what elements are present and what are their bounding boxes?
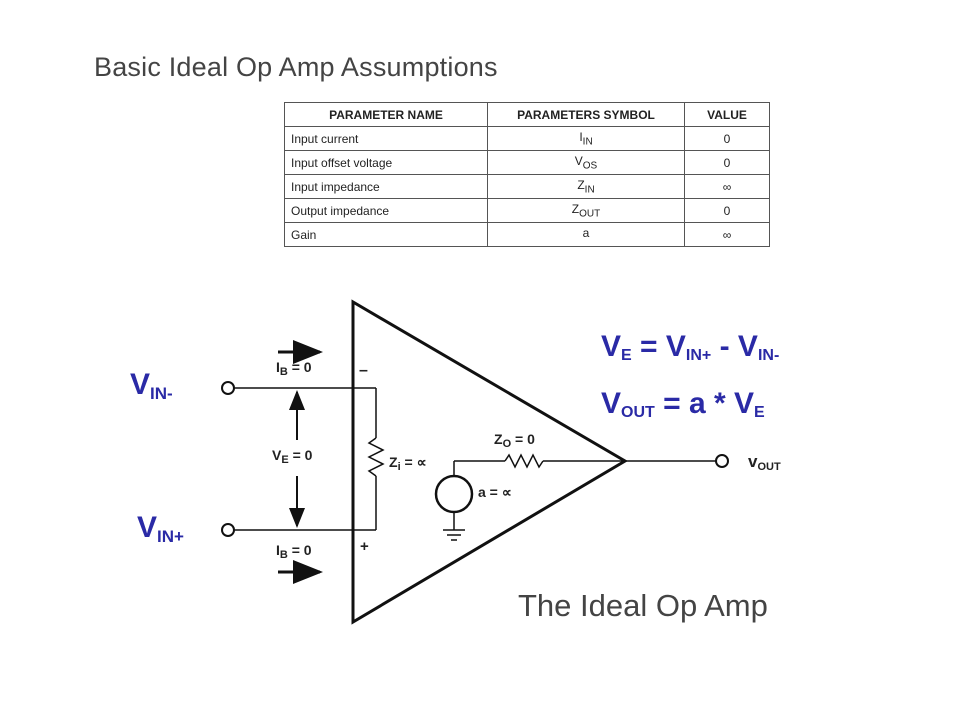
noninverting-sign: + (360, 538, 369, 555)
zi-resistor (367, 437, 385, 477)
param-value: ∞ (684, 222, 770, 247)
vin-plus-terminal (221, 523, 235, 537)
vin-plus-label: VIN+ (137, 511, 184, 546)
inverting-sign: – (359, 362, 368, 379)
table-header-row: PARAMETER NAME PARAMETERS SYMBOL VALUE (284, 102, 770, 127)
ve-equation: VE = VIN+ - VIN- (601, 330, 780, 364)
param-symbol: ZIN (487, 174, 685, 199)
gain-label: a = ∝ (478, 484, 512, 500)
vin-minus-label: VIN- (130, 368, 173, 403)
zo-label: ZO = 0 (494, 431, 535, 450)
param-symbol: VOS (487, 150, 685, 175)
table-row: Output impedance ZOUT 0 (284, 198, 770, 223)
table-row: Input impedance ZIN ∞ (284, 174, 770, 199)
param-name: Output impedance (284, 198, 488, 223)
diagram-title: The Ideal Op Amp (518, 588, 768, 623)
op-amp-triangle (351, 299, 628, 625)
table-title: Basic Ideal Op Amp Assumptions (94, 52, 498, 82)
vout-terminal (715, 454, 729, 468)
param-name: Input offset voltage (284, 150, 488, 175)
param-name: Gain (284, 222, 488, 247)
vout-node-label: vOUT (748, 452, 781, 473)
zo-resistor (504, 453, 544, 469)
param-symbol: a (487, 222, 685, 247)
param-value: ∞ (684, 174, 770, 199)
vout-equation: VOUT = a * VE (601, 387, 765, 421)
voltage-source (434, 474, 474, 514)
ib-bottom-label: IB = 0 (276, 542, 312, 561)
header-parameter-name: PARAMETER NAME (284, 102, 488, 127)
ve-label: VE = 0 (272, 447, 313, 466)
vin-minus-terminal (221, 381, 235, 395)
param-value: 0 (684, 150, 770, 175)
table-row: Input current IIN 0 (284, 126, 770, 151)
header-value: VALUE (684, 102, 770, 127)
ib-top-label: IB = 0 (276, 359, 312, 378)
table-row: Input offset voltage VOS 0 (284, 150, 770, 175)
assumptions-table: PARAMETER NAME PARAMETERS SYMBOL VALUE I… (284, 102, 770, 247)
zi-label: Zi = ∝ (389, 454, 427, 473)
table-row: Gain a ∞ (284, 222, 770, 247)
param-value: 0 (684, 126, 770, 151)
